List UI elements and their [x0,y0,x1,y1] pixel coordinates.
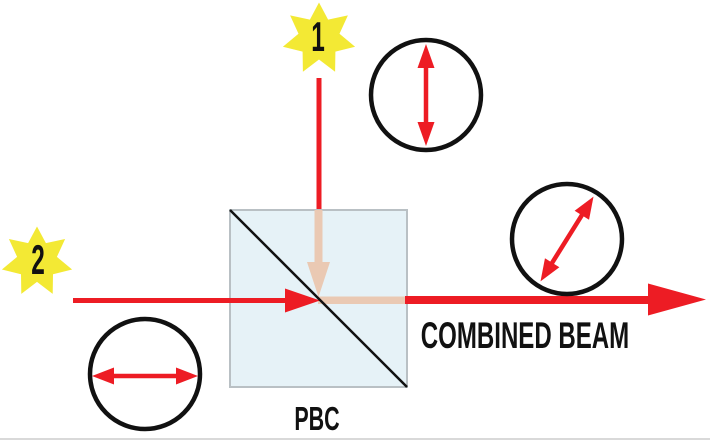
combined-faded-segment [318,296,407,304]
beam1-vertical-segment [316,78,322,211]
cube-diagonal-line [229,209,408,388]
bottom-divider [0,438,710,440]
combined-beam-arrowhead [648,283,706,316]
beam2-arrowhead [285,288,320,313]
beam2-horizontal-segment [73,298,289,303]
beam1-number-label: 1 [311,13,325,60]
pbc-label: PBC [294,400,340,437]
vertical-polarization-icon [368,37,484,153]
combined-beam-label: COMBINED BEAM [420,315,630,356]
beam2-number-label: 2 [31,236,45,283]
combined-beam-stem [405,296,651,304]
starburst-2-icon [1,226,73,294]
beam1-faded-stem [314,210,323,263]
diagonal-polarization-icon [509,181,625,297]
horizontal-polarization-icon [87,316,203,432]
starburst-1-icon [282,2,356,72]
beam1-faded-arrowhead [307,262,330,297]
